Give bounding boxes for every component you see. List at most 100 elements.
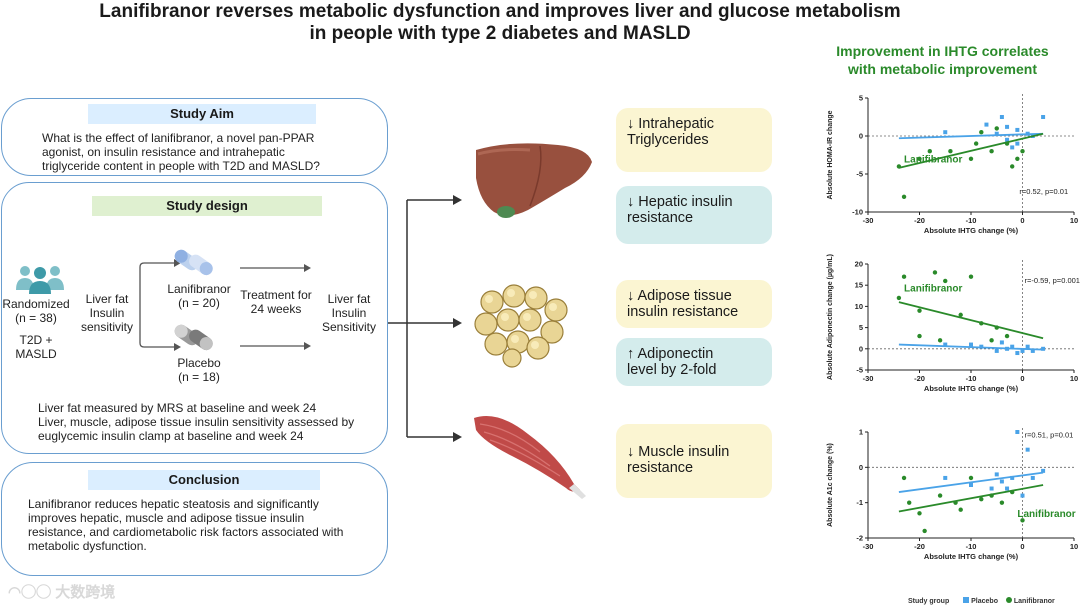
x-tick-label: 10 xyxy=(1070,542,1078,551)
lanifibranor-point xyxy=(958,312,963,318)
x-axis-label: Absolute IHTG change (%) xyxy=(924,384,1019,393)
placebo-point xyxy=(969,342,973,347)
lanifibranor-point xyxy=(1015,156,1020,161)
randomization-branch-arrows xyxy=(139,259,181,351)
arm-placebo-name: Placebo xyxy=(177,356,221,370)
lanifibranor-series-label: Lanifibranor xyxy=(1017,509,1075,520)
lanifibranor-point xyxy=(917,156,922,161)
lanifibranor-point xyxy=(979,496,984,502)
y-tick-label: 0 xyxy=(859,132,863,141)
lanifibranor-point xyxy=(989,338,994,343)
x-tick-label: -20 xyxy=(914,542,925,551)
baseline-line: sensitivity xyxy=(80,320,133,334)
placebo-point xyxy=(994,131,999,136)
arm-placebo: Placebo (n = 18) xyxy=(163,356,235,384)
lanifibranor-point xyxy=(948,149,953,154)
lanifibranor-point xyxy=(901,475,907,481)
lanifibranor-point xyxy=(1010,164,1015,169)
outcome-line: Insulin xyxy=(331,306,367,320)
lanifibranor-fit-line xyxy=(898,484,1044,513)
y-tick-label: -10 xyxy=(852,208,863,217)
placebo-point xyxy=(1005,137,1010,142)
lanifibranor-point xyxy=(958,507,963,512)
placebo-point xyxy=(994,472,999,477)
x-tick-label: -30 xyxy=(863,374,874,383)
placebo-point xyxy=(943,130,948,135)
lanifibranor-point xyxy=(989,493,994,498)
correlation-annotation: r=0.52, p=0.01 xyxy=(1019,187,1068,196)
result-line: ↓ Hepatic insulin xyxy=(627,194,733,210)
study-aim-panel xyxy=(1,98,388,176)
page-title-line1: Lanifibranor reverses metabolic dysfunct… xyxy=(99,1,901,22)
lanifibranor-point xyxy=(901,194,907,199)
lanifibranor-point xyxy=(943,278,948,284)
result-line: resistance xyxy=(627,210,694,226)
x-tick-label: 0 xyxy=(1020,374,1024,383)
result-line: ↓ Intrahepatic xyxy=(627,116,715,132)
x-tick-label: 10 xyxy=(1070,374,1078,383)
lanifibranor-point xyxy=(968,156,974,161)
y-tick-label: 20 xyxy=(855,260,863,269)
conclusion-line: metabolic dysfunction. xyxy=(28,539,147,553)
lanifibranor-point xyxy=(932,270,938,275)
lanifibranor-fit-line xyxy=(898,132,1044,169)
result-line: ↓ Muscle insulin xyxy=(627,444,730,460)
x-tick-label: -10 xyxy=(966,542,977,551)
x-tick-label: -20 xyxy=(914,216,925,225)
y-tick-label: -2 xyxy=(856,534,863,543)
placebo-point xyxy=(999,479,1004,484)
lanifibranor-point xyxy=(968,475,974,481)
baseline-line: Insulin xyxy=(89,306,125,320)
y-axis-label: Absolute Adiponectin change (µg/mL) xyxy=(827,254,834,380)
placebo-point xyxy=(1030,348,1035,353)
outcome-arrows xyxy=(388,195,462,442)
placebo-fit-line xyxy=(898,132,1044,140)
legend-title: Study group xyxy=(908,598,950,605)
placebo-fit-line xyxy=(898,343,1044,351)
treatment-line: Treatment for xyxy=(240,288,312,302)
baseline-line: Liver fat xyxy=(85,292,129,306)
lanifibranor-fit-line xyxy=(898,301,1044,340)
baseline-measures-label: Liver fat Insulin sensitivity xyxy=(76,292,138,334)
lanifibranor-point xyxy=(973,141,979,146)
x-axis-label: Absolute IHTG change (%) xyxy=(924,552,1019,561)
y-tick-label: 0 xyxy=(859,344,863,353)
lanifibranor-point xyxy=(917,308,922,313)
y-tick-label: -1 xyxy=(856,498,863,507)
placebo-point xyxy=(1015,127,1020,132)
randomized-text: Randomized xyxy=(2,297,70,311)
x-tick-label: -20 xyxy=(914,374,925,383)
lanifibranor-point xyxy=(937,338,943,343)
conclusion-header: Conclusion xyxy=(88,470,320,490)
x-tick-label: 0 xyxy=(1020,542,1024,551)
arm-placebo-count: (n = 18) xyxy=(178,370,220,384)
lanifibranor-series-label: Lanifibranor xyxy=(904,155,962,166)
lanifibranor-point xyxy=(979,321,984,326)
correlation-title-line1: Improvement in IHTG correlates xyxy=(836,43,1049,59)
people-icon xyxy=(16,266,64,294)
result-intrahepatic-triglycerides: ↓ Intrahepatic Triglycerides xyxy=(616,108,772,172)
watermark-logo-icon: ◠◯◯ xyxy=(8,584,56,601)
pill-blue-icon xyxy=(174,249,213,276)
placebo-point xyxy=(1041,346,1046,351)
placebo-point xyxy=(994,348,999,353)
pill-gray-icon xyxy=(174,324,213,351)
correlation-annotation: r=0.51, p=0.01 xyxy=(1025,430,1074,439)
population-line: T2D + xyxy=(19,333,53,347)
liver-icon xyxy=(476,143,592,218)
lanifibranor-point xyxy=(953,500,958,505)
legend-placebo-swatch xyxy=(963,597,970,603)
population-label: T2D + MASLD xyxy=(2,333,70,361)
result-line: insulin resistance xyxy=(627,304,739,320)
lanifibranor-point xyxy=(1004,333,1010,339)
muscle-icon xyxy=(474,416,586,499)
y-axis-label: Absolute HOMA-IR change xyxy=(827,110,834,199)
study-design-panel xyxy=(1,182,388,454)
placebo-point xyxy=(1015,141,1020,146)
result-line: ↑ Adiponectin xyxy=(627,346,714,362)
lanifibranor-point xyxy=(1010,489,1015,495)
lanifibranor-point xyxy=(994,325,999,330)
legend-lanifibranor-label: Lanifibranor xyxy=(1013,598,1055,605)
